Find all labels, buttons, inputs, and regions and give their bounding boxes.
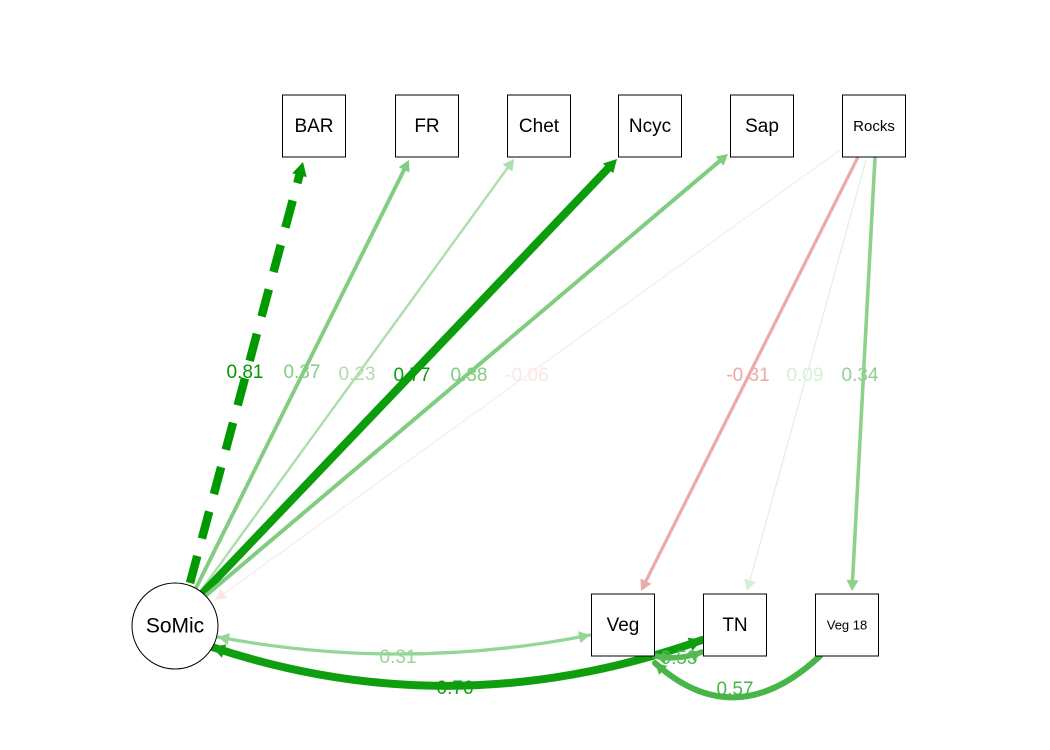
node-shape-ncyc [618,94,682,158]
node-shape-veg18 [815,593,879,657]
node-veg18: Veg 18 [815,593,879,657]
edge-label-somic-ncyc: 0.77 [394,365,431,386]
node-ncyc: Ncyc [618,94,682,158]
node-bar: BAR [282,94,346,158]
node-label-ncyc: Ncyc [629,116,671,137]
edge-somic-tn [208,636,706,690]
edge-label-rocks-tn: 0.09 [787,365,824,386]
arrowhead-somic-sap [715,154,728,166]
arrowhead-veg-tn [689,650,702,662]
node-rocks: Rocks [842,94,906,158]
edge-label-somic-sap: 0.38 [451,365,488,386]
edge-somic-fr [192,165,408,594]
edge-somic-veg [216,633,592,656]
edge-rocks-tn [748,159,867,584]
node-label-somic: SoMic [146,615,204,638]
edges-layer [185,149,877,701]
node-shape-bar [282,94,346,158]
node-fr: FR [395,94,459,158]
arrowhead-somic-tn [687,637,702,651]
edge-label-veg-tn: 0.53 [661,648,698,669]
edge-label-rocks-somic: -0.06 [505,365,548,386]
arrowhead-somic-veg-back [218,633,230,645]
edge-somic-chet [195,164,511,598]
node-tn: TN [703,593,767,657]
node-label-veg: Veg [607,615,640,636]
edge-label-somic-tn: 0.76 [437,678,474,699]
node-shape-rocks [842,94,906,158]
arrowhead-rocks-tn [744,578,756,591]
edge-somic-sap [201,157,724,600]
node-sap: Sap [730,94,794,158]
arrowhead-veg-veg18 [655,663,668,675]
edge-label-rocks-veg18: 0.34 [842,365,879,386]
arrowhead-somic-tn-back [212,644,227,658]
edge-label-somic-bar: 0.81 [227,362,264,383]
node-label-fr: FR [414,116,439,137]
node-label-veg18: Veg 18 [827,617,868,632]
node-shape-fr [395,94,459,158]
node-chet: Chet [507,94,571,158]
node-shape-somic [131,582,219,670]
node-shape-chet [507,94,571,158]
edge-label-somic-fr: 0.37 [284,362,321,383]
node-somic: SoMic [131,582,219,670]
node-shape-tn [703,593,767,657]
node-label-tn: TN [722,615,747,636]
edge-label-veg-veg18: 0.57 [717,679,754,700]
node-shape-veg [591,593,655,657]
edge-rocks-veg [643,155,860,585]
arrowhead-somic-fr [398,160,410,173]
arrowhead-rocks-somic [215,588,228,600]
node-label-chet: Chet [519,116,560,137]
arrowhead-veg-tn-back [655,652,668,665]
arrowhead-rocks-veg18 [846,579,859,591]
arrowhead-somic-veg [578,631,590,644]
node-label-rocks: Rocks [853,118,895,135]
arrowhead-somic-bar [292,162,307,178]
edge-label-somic-veg: 0.31 [380,647,417,668]
edge-label-somic-chet: 0.23 [339,364,376,385]
node-label-sap: Sap [745,116,779,137]
node-label-bar: BAR [294,116,333,137]
edge-labels-layer: 0.81 0.37 0.23 0.77 0.38 -0.06 -0.31 0.09 0.34 0.… [227,362,879,700]
arrowhead-rocks-veg [640,578,652,591]
edge-rocks-veg18 [850,155,877,584]
edge-somic-ncyc [195,162,614,601]
edge-veg-veg18 [652,653,823,701]
arrowhead-somic-ncyc [602,159,617,174]
arrowhead-somic-chet [502,159,514,172]
node-shape-sap [730,94,794,158]
edge-label-rocks-veg: -0.31 [726,365,769,386]
node-veg: Veg [591,593,655,657]
edge-somic-bar [185,171,305,585]
edge-rocks-somic [221,149,841,596]
